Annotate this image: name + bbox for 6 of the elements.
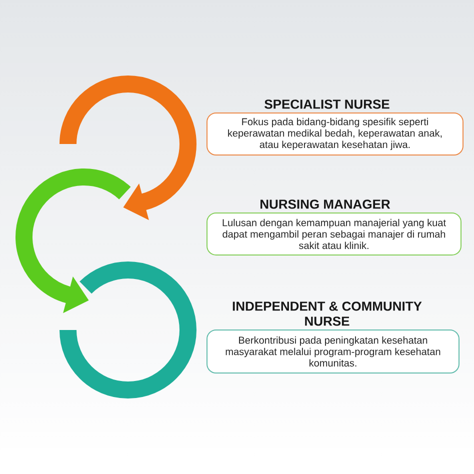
text-box: Berkontribusi pada peningkatan kesehatan masyarakat melalui program-program kesehatan komunitas. (206, 330, 460, 374)
text-box: Lulusan dengan kemampuan manajerial yang kuat dapat mengambil peran sebagai manajer di rumah sakit atau klinik. (206, 212, 462, 256)
text-box: Fokus pada bidang-bidang spesifik seperti keperawatan medikal bedah, keperawatan anak, atau keperawatan kesehatan jiwa. (206, 112, 464, 156)
heading: NURSING MANAGER (260, 200, 390, 209)
heading: SPECIALIST NURSE (264, 100, 390, 109)
heading: INDEPENDENT & COMMUNITY NURSE (232, 302, 422, 326)
